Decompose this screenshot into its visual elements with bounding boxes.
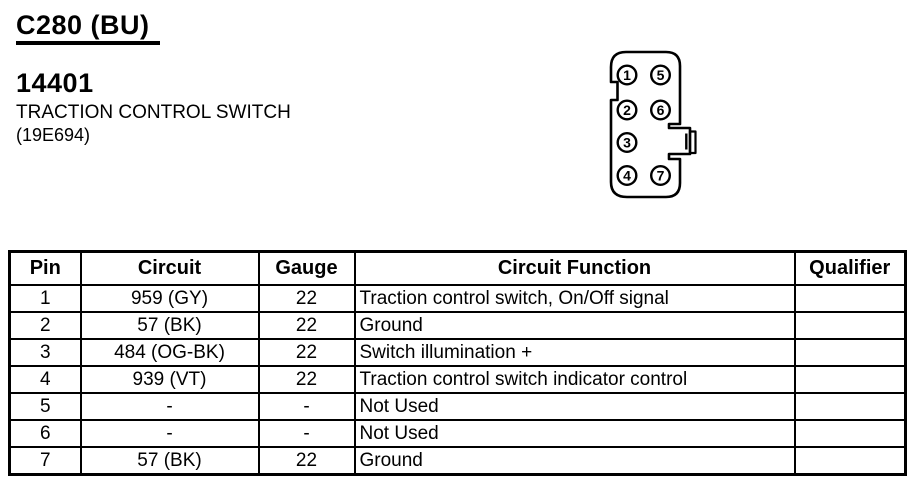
connector-pin-1: 1 [616,64,638,86]
cell-pin: 1 [8,284,82,313]
table-row: 1 959 (GY) 22 Traction control switch, O… [8,284,907,313]
connector-id-title: C280 (BU) [16,10,160,45]
connector-latch-cap [688,130,697,155]
cell-gauge: 22 [257,311,356,340]
cell-circuit: - [79,419,260,448]
cell-qualifier [793,338,907,367]
reference-code: (19E694) [16,125,91,145]
col-header-gauge: Gauge [257,250,356,286]
cell-pin: 3 [8,338,82,367]
connector-pin-6: 6 [650,99,672,121]
cell-circuit: 939 (VT) [79,365,260,394]
connector-diagram: 1 5 2 6 3 4 7 [609,50,697,199]
cell-function: Not Used [353,392,796,421]
table-row: 3 484 (OG-BK) 22 Switch illumination + [8,338,907,367]
cell-pin: 5 [8,392,82,421]
cell-pin: 7 [8,446,82,476]
cell-function: Ground [353,311,796,340]
cell-circuit: 57 (BK) [79,311,260,340]
table-row: 2 57 (BK) 22 Ground [8,311,907,340]
cell-function: Traction control switch, On/Off signal [353,284,796,313]
pin-7-label: 7 [657,168,665,184]
cell-qualifier [793,392,907,421]
pin-2-label: 2 [623,102,631,118]
table-header-row: Pin Circuit Gauge Circuit Function Quali… [8,250,907,286]
col-header-circuit: Circuit [79,250,260,286]
part-number: 14401 [16,68,94,98]
connector-body-outline [609,50,692,199]
cell-gauge: 22 [257,365,356,394]
table-row: 4 939 (VT) 22 Traction control switch in… [8,365,907,394]
cell-function: Not Used [353,419,796,448]
table-row: 7 57 (BK) 22 Ground [8,446,907,476]
cell-gauge: - [257,392,356,421]
col-header-qualifier: Qualifier [793,250,907,286]
cell-gauge: 22 [257,338,356,367]
cell-gauge: 22 [257,446,356,476]
cell-circuit: 57 (BK) [79,446,260,476]
connector-pin-3: 3 [616,131,638,153]
cell-qualifier [793,284,907,313]
cell-pin: 2 [8,311,82,340]
connector-pin-7: 7 [650,164,672,186]
pin-4-label: 4 [623,168,631,184]
table-row: 5 - - Not Used [8,392,907,421]
pin-5-label: 5 [657,67,665,83]
cell-qualifier [793,446,907,476]
cell-gauge: - [257,419,356,448]
cell-circuit: 959 (GY) [79,284,260,313]
pin-6-label: 6 [657,102,665,118]
pinout-table: Pin Circuit Gauge Circuit Function Quali… [8,250,907,476]
col-header-pin: Pin [8,250,82,286]
table-row: 6 - - Not Used [8,419,907,448]
cell-qualifier [793,311,907,340]
connector-pin-5: 5 [650,64,672,86]
cell-pin: 4 [8,365,82,394]
cell-gauge: 22 [257,284,356,313]
cell-circuit: - [79,392,260,421]
cell-pin: 6 [8,419,82,448]
cell-qualifier [793,365,907,394]
cell-function: Ground [353,446,796,476]
cell-function: Switch illumination + [353,338,796,367]
cell-circuit: 484 (OG-BK) [79,338,260,367]
pin-1-label: 1 [623,67,631,83]
connector-pin-4: 4 [616,164,638,186]
component-name: TRACTION CONTROL SWITCH [16,102,291,123]
cell-qualifier [793,419,907,448]
pin-3-label: 3 [623,135,631,151]
connector-pin-2: 2 [616,99,638,121]
cell-function: Traction control switch indicator contro… [353,365,796,394]
col-header-function: Circuit Function [353,250,796,286]
header-block: C280 (BU) 14401 TRACTION CONTROL SWITCH … [16,10,291,145]
